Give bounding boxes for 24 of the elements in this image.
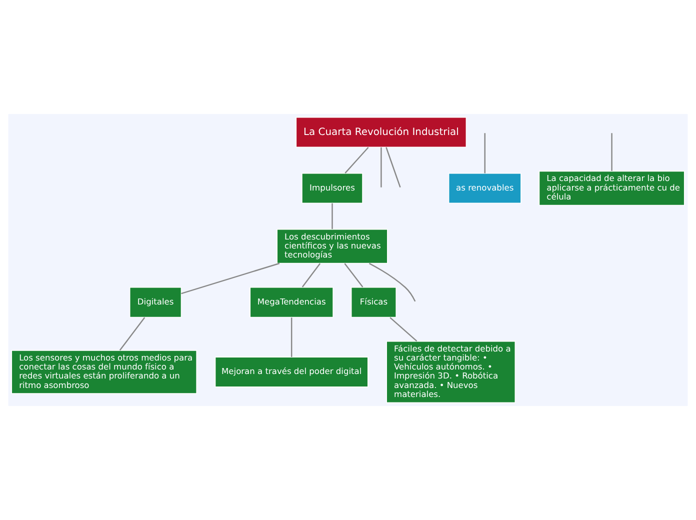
node-box: La capacidad de alterar la bio aplicarse a prácticamente cu de célula <box>538 170 685 206</box>
connector <box>386 147 401 188</box>
connector <box>344 263 364 288</box>
node-box: Impulsores <box>302 172 363 204</box>
node-box: Los descubrimientos científicos y las nuevas tecnologías <box>276 228 388 264</box>
connector <box>344 146 369 174</box>
connector <box>302 263 321 288</box>
node-box: Los sensores y muchos otros medios para conectar las cosas del mundo físico a redes virtuales están proliferando a un ritmo asombroso <box>11 350 198 394</box>
connector <box>484 133 486 174</box>
connector <box>181 262 280 294</box>
node-box: MegaTendencias <box>250 286 334 318</box>
connector <box>390 317 418 342</box>
node-box: as renovables <box>448 172 522 204</box>
node-box: Digitales <box>129 286 182 318</box>
connector <box>119 317 146 351</box>
connector <box>611 133 612 171</box>
connector <box>368 262 416 302</box>
node-box: Fáciles de detectar debido a su carácter tangible: • Vehículos autónomos. • Impresión 3D. • Robótica avanzada. • Nuevos materiales. <box>386 340 516 404</box>
node-box: La Cuarta Revolución Industrial <box>296 116 467 148</box>
connector <box>290 318 292 357</box>
node-box: Mejoran a través del poder digital <box>214 356 368 388</box>
connector <box>332 203 333 230</box>
node-box: Físicas <box>350 286 397 318</box>
connector <box>380 147 382 188</box>
